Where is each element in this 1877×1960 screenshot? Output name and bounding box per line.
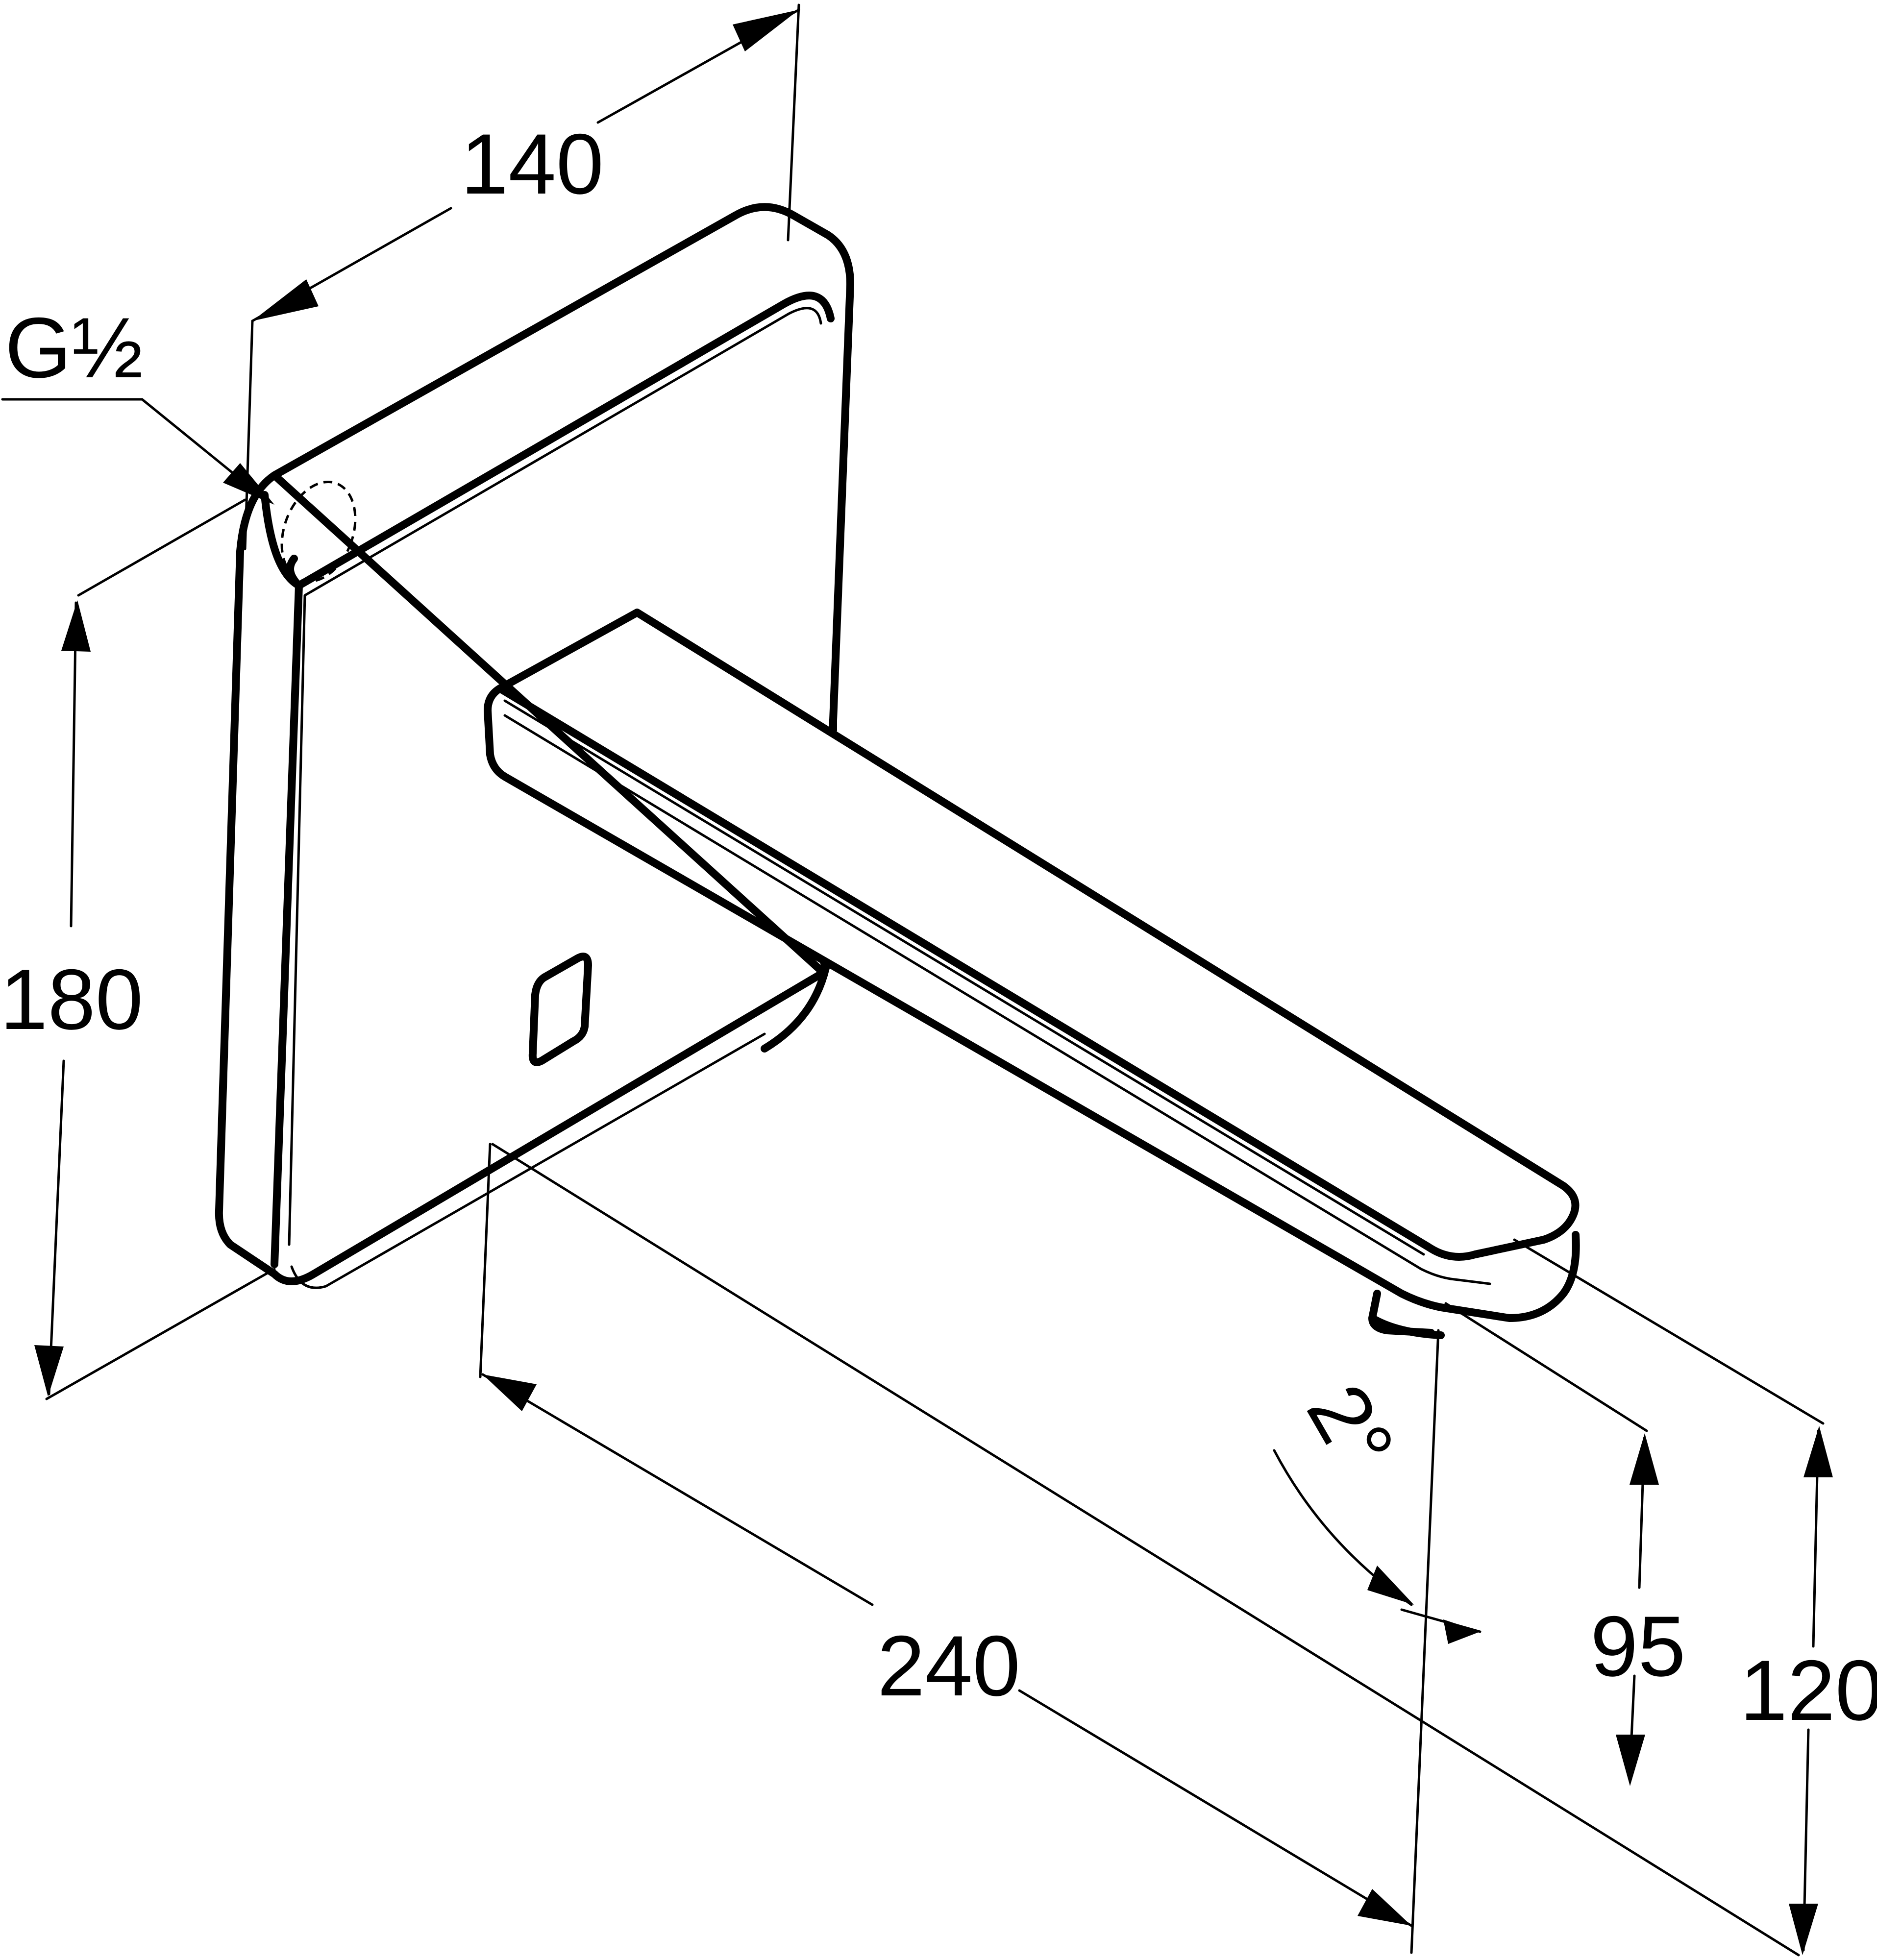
dimension-label-outlet-height: 95 — [1590, 1599, 1686, 1694]
wall-plate-front-face — [286, 292, 835, 589]
extension-line — [1513, 1238, 1825, 1425]
arrowhead — [1443, 1619, 1480, 1644]
arrowhead — [1789, 1904, 1818, 1955]
wall-plate-lower-corner — [761, 964, 830, 1053]
dimension-connection: G½ — [1, 300, 274, 505]
dimension-label-width: 140 — [461, 117, 604, 212]
extension-line — [45, 1268, 276, 1400]
dimension-width: 140 — [244, 3, 800, 550]
dimension-height: 180 — [0, 498, 276, 1400]
arrowhead — [1803, 1426, 1833, 1477]
spout-top — [496, 609, 1580, 1261]
dimension-line — [70, 601, 77, 928]
sensor-window — [528, 953, 592, 1066]
spout-junction — [819, 716, 837, 972]
spout-outlet — [1368, 1290, 1445, 1339]
extension-line — [1444, 1302, 1648, 1432]
arrowhead — [34, 1345, 64, 1396]
arrowhead — [1367, 1566, 1414, 1605]
wall-plate — [215, 203, 854, 1289]
dimension-line — [481, 1373, 874, 1606]
extension-line — [244, 319, 254, 550]
wall-plate-back-outline — [215, 203, 854, 1285]
reference-line — [491, 1143, 1800, 1957]
dimension-line — [1018, 1689, 1413, 1927]
connection-thread — [280, 480, 357, 583]
arrowhead — [1616, 1735, 1645, 1786]
extension-line — [1410, 1329, 1440, 1954]
leader-line — [1, 398, 261, 496]
dimension-label-angle: 2° — [1288, 1369, 1412, 1488]
dimension-angle: 2° — [1273, 1369, 1482, 1644]
dimension-outlet-height: 95 — [1444, 1302, 1686, 1786]
arrowhead — [483, 1374, 537, 1411]
arrowhead — [223, 463, 274, 505]
arrowhead — [1630, 1433, 1659, 1485]
dimension-spout-height: 120 — [1513, 1238, 1877, 1955]
dimension-label-spout-height: 120 — [1740, 1643, 1877, 1739]
dimension-label-projection: 240 — [877, 1618, 1020, 1714]
wall-plate-front-bevel — [288, 307, 822, 1289]
dimension-projection: 240 — [479, 1143, 1440, 1954]
extension-line — [77, 498, 247, 597]
dimension-label-height: 180 — [0, 952, 143, 1048]
arrowhead — [61, 600, 91, 652]
extension-line — [787, 3, 800, 242]
dimension-line — [48, 1059, 65, 1396]
arrowhead — [252, 279, 319, 321]
spout-front — [484, 685, 1580, 1322]
spout-front-edge — [503, 699, 1491, 1285]
arrowhead — [1358, 1889, 1411, 1926]
dimension-label-connection: G½ — [5, 300, 143, 396]
spout — [484, 609, 1580, 1339]
arrowhead — [733, 10, 799, 51]
extension-line — [479, 1143, 492, 1378]
